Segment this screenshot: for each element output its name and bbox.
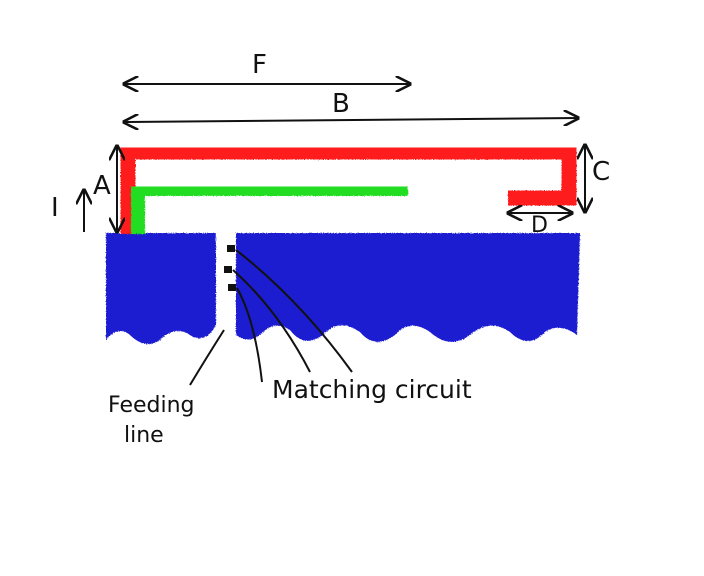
matching-component-1 [227, 245, 235, 252]
matching-circuit-label: Matching circuit [272, 375, 472, 404]
feeding-line-label-line2: line [124, 423, 164, 448]
dimension-arrows [84, 84, 585, 232]
dimension-a-label: A [93, 171, 111, 201]
matching-circuit-leaders [189, 249, 353, 386]
ground-plane-left [106, 233, 216, 344]
dimension-b-arrow [124, 118, 578, 122]
dimension-b-label: B [332, 89, 350, 119]
radiator-arm [120, 144, 577, 234]
dimension-d-label: D [531, 213, 548, 238]
matching-component-2 [224, 266, 232, 273]
ground-plane [106, 233, 580, 344]
leader-line-feed [189, 329, 225, 386]
leader-line-3 [236, 287, 263, 383]
leader-line-1 [235, 249, 353, 373]
ground-plane-right [236, 233, 580, 342]
matching-component-3 [228, 284, 236, 291]
dimension-c-label: C [592, 157, 610, 187]
dimension-f-label: F [252, 50, 267, 80]
matching-circuit-components [224, 245, 236, 291]
dimension-i-label: I [51, 193, 59, 223]
parasitic-arm [131, 182, 408, 234]
feeding-line-label-line1: Feeding [108, 393, 195, 418]
leader-line-2 [232, 269, 311, 373]
